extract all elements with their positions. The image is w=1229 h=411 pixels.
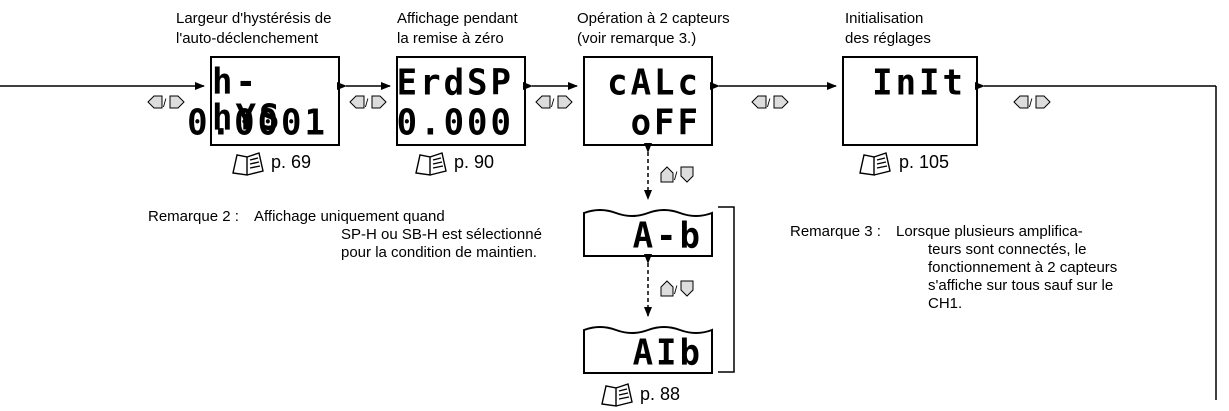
init-label-line1: Initialisation — [845, 10, 924, 27]
up-down-key-icon: / — [660, 166, 694, 183]
zero-label-line1: Affichage pendant — [397, 10, 518, 27]
left-right-key-icon: / — [147, 95, 185, 110]
display-aib-top: AIb — [632, 332, 703, 374]
manual-book-icon — [859, 152, 891, 176]
note3-line1: Lorsque plusieurs amplifica- — [896, 223, 1083, 240]
display-init-top: InIt — [872, 62, 966, 104]
ref-zero: p. 90 — [454, 152, 495, 172]
display-ab-frame — [583, 209, 713, 257]
calc-label-line1: Opération à 2 capteurs — [577, 10, 730, 27]
up-down-key-icon: / — [660, 280, 694, 297]
calc-label-line2: (voir remarque 3.) — [577, 30, 697, 47]
ref-ab: p. 88 — [640, 384, 681, 404]
display-zero-top: ErdSP — [396, 62, 514, 104]
note2-head: Remarque 2 : — [148, 208, 239, 225]
note3-line3: fonctionnement à 2 capteurs — [928, 259, 1118, 276]
display-aib-frame — [583, 326, 713, 374]
init-label-line2: des réglages — [845, 30, 931, 47]
left-right-key-icon: / — [535, 95, 573, 110]
svg-text:/: / — [674, 169, 678, 183]
note2-line1: Affichage uniquement quand — [254, 208, 445, 225]
display-ab-top: A-b — [632, 215, 703, 257]
display-aib: AIb — [583, 322, 713, 374]
display-hys-top: h-hYS — [212, 61, 283, 139]
display-zero: ErdSP 0.000 — [396, 56, 526, 146]
note3-line2: teurs sont connectés, le — [928, 241, 1087, 258]
zero-label-line2: la remise à zéro — [397, 30, 504, 47]
svg-text:/: / — [1029, 96, 1033, 110]
manual-book-icon — [415, 152, 447, 176]
manual-book-icon — [232, 152, 264, 176]
manual-book-icon — [601, 383, 633, 407]
display-hys-bottom: 0.0001 — [187, 102, 328, 144]
note2-line3: pour la condition de maintien. — [341, 244, 537, 261]
svg-text:/: / — [551, 96, 555, 110]
display-calc-top: cALc — [607, 62, 701, 104]
display-ab: A-b — [583, 205, 713, 257]
group-bracket — [718, 206, 735, 373]
display-zero-bottom: 0.000 — [396, 102, 514, 144]
note2-line2: SP-H ou SB-H est sélectionné — [341, 226, 542, 243]
svg-text:/: / — [163, 96, 167, 110]
left-right-key-icon: / — [1013, 95, 1051, 110]
note3-line4: s'affiche sur tous sauf sur le — [928, 277, 1114, 294]
ref-init: p. 105 — [899, 152, 950, 172]
svg-text:/: / — [674, 283, 678, 297]
display-hys: h-hYS 0.0001 — [187, 56, 340, 146]
svg-text:/: / — [767, 96, 771, 110]
display-calc-bottom: oFF — [630, 102, 701, 144]
note3-line5: CH1. — [928, 295, 963, 312]
note3-head: Remarque 3 : — [790, 223, 881, 240]
ref-hys: p. 69 — [271, 152, 312, 172]
hys-label-line2: l'auto-déclenchement — [176, 30, 319, 47]
left-right-key-icon: / — [751, 95, 789, 110]
left-right-key-icon: / — [349, 95, 387, 110]
display-init: InIt — [842, 56, 978, 146]
hys-label-line1: Largeur d'hystérésis de — [176, 10, 332, 27]
svg-text:/: / — [365, 96, 369, 110]
